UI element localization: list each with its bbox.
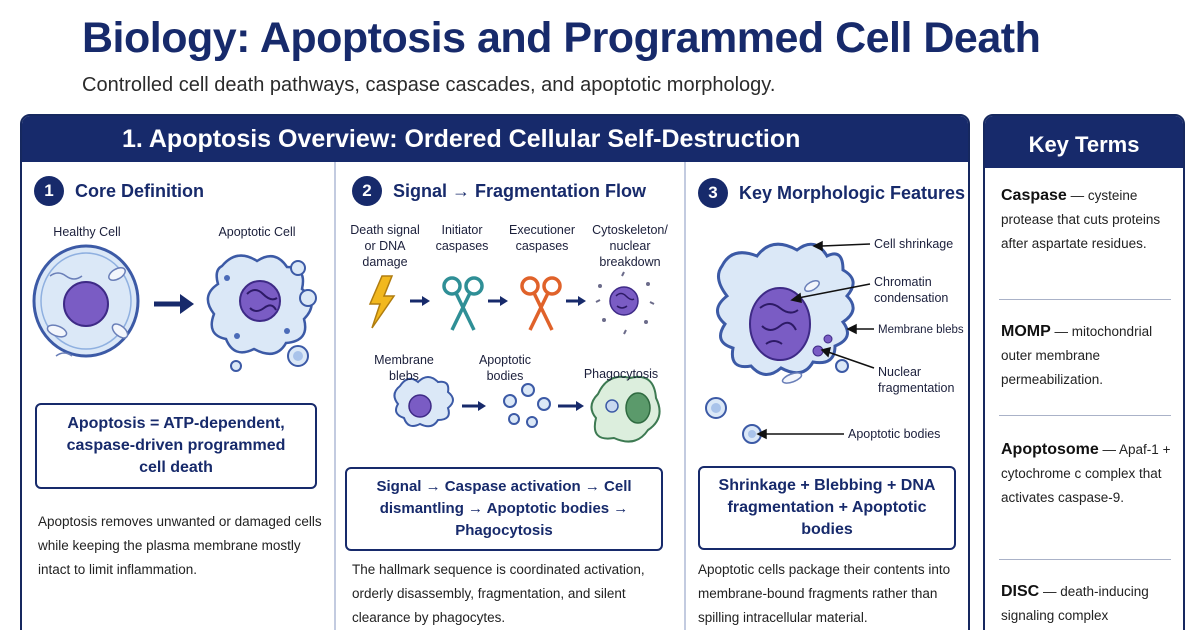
arrow-icon <box>558 401 584 411</box>
flow-summary-callout: Signal → Caspase activation → Cell disma… <box>345 467 663 551</box>
apoptotic-cell-label: Apoptotic Cell <box>218 225 296 239</box>
blebbing-cell-icon <box>393 376 454 428</box>
orange-scissors-icon <box>520 276 562 331</box>
section-morphology-heading: 3 Key Morphologic Features <box>698 178 965 208</box>
signal-flow-illustration <box>368 271 661 443</box>
section-title: Core Definition <box>75 180 204 201</box>
key-terms-panel: Key Terms Caspase — cysteine protease th… <box>983 114 1185 630</box>
term-definition: — cysteine protease that cuts proteins a… <box>1001 188 1161 251</box>
term-name: Apoptosome <box>1001 441 1099 458</box>
healthy-cell-icon <box>32 244 140 358</box>
morphology-body: Apoptotic cells package their contents i… <box>698 562 951 625</box>
overview-header: 1. Apoptosis Overview: Ordered Cellular … <box>22 116 968 162</box>
arrow-icon <box>488 296 508 306</box>
term-caspase: Caspase — cysteine protease that cuts pr… <box>1001 184 1173 256</box>
term-name: Caspase <box>1001 187 1067 204</box>
overview-panel: 1. Apoptosis Overview: Ordered Cellular … <box>20 114 970 630</box>
arrow-icon <box>462 401 486 411</box>
annotation-apoptotic-bodies: Apoptotic bodies <box>848 427 941 441</box>
flow-phagocytosis-label: Phagocytosis <box>583 367 659 381</box>
section-flow-heading: 2 Signal → Fragmentation Flow <box>352 176 646 206</box>
annotation-chromatin-condensation: Chromatin condensation <box>874 275 949 305</box>
column-divider <box>684 162 686 630</box>
section-number-badge: 1 <box>34 176 64 206</box>
section-title: Key Morphologic Features <box>739 182 966 203</box>
annotation-pointers <box>756 240 875 440</box>
term-divider <box>999 415 1171 416</box>
term-apoptosome: Apoptosome — Apaf-1 + cytochrome c compl… <box>1001 438 1173 510</box>
key-terms-header: Key Terms <box>985 116 1183 168</box>
term-momp: MOMP — mitochondrial outer membrane perm… <box>1001 320 1173 392</box>
apoptotic-bodies-icon <box>503 383 551 428</box>
core-definition-body: Apoptosis removes unwanted or damaged ce… <box>38 514 322 577</box>
term-divider <box>999 299 1171 300</box>
annotation-membrane-blebs: Membrane blebs <box>878 324 964 336</box>
annotation-cell-shrinkage: Cell shrinkage <box>874 237 954 251</box>
term-name: DISC <box>1001 583 1040 600</box>
column-divider <box>334 162 336 630</box>
apoptotic-cell-icon <box>206 254 317 372</box>
morphology-illustration <box>705 240 875 444</box>
term-disc: DISC — death-inducing signaling complex <box>1001 580 1173 628</box>
term-definition: — mitochondrial outer membrane permeabil… <box>1001 324 1153 387</box>
section-number-badge: 3 <box>698 178 728 208</box>
teal-scissors-icon <box>442 276 484 331</box>
flow-breakdown-label: Cytoskeleton/ nuclear breakdown <box>592 223 668 269</box>
flow-membrane-blebs-label: Membrane blebs <box>374 353 434 383</box>
fragmented-nucleus-icon <box>595 271 655 335</box>
arrow-icon <box>154 294 194 314</box>
healthy-vs-apoptotic-illustration <box>32 244 317 372</box>
core-definition-callout: Apoptosis = ATP-dependent, caspase-drive… <box>35 403 317 489</box>
section-number-badge: 2 <box>352 176 382 206</box>
term-definition: — death-inducing signaling complex <box>1001 584 1149 623</box>
healthy-cell-label: Healthy Cell <box>53 225 121 239</box>
section-core-definition-heading: 1 Core Definition <box>34 176 204 206</box>
flow-apoptotic-bodies-label: Apoptotic bodies <box>478 353 532 383</box>
flow-initiator-caspases-label: Initiator caspases <box>435 223 489 253</box>
arrow-icon <box>566 296 586 306</box>
shrunken-cell-icon <box>705 242 855 444</box>
term-divider <box>999 559 1171 560</box>
flow-death-signal-label: Death signal or DNA damage <box>350 223 420 269</box>
term-name: MOMP <box>1001 323 1051 340</box>
morphology-summary-callout: Shrinkage + Blebbing + DNA fragmentation… <box>698 466 956 550</box>
page-subtitle: Controlled cell death pathways, caspase … <box>82 74 776 96</box>
lightning-bolt-icon <box>368 275 396 329</box>
phagocyte-icon <box>590 375 661 443</box>
section-title: Signal → Fragmentation Flow <box>393 180 647 201</box>
term-definition: — Apaf-1 + cytochrome c complex that act… <box>1001 442 1171 505</box>
flow-body: The hallmark sequence is coordinated act… <box>352 562 645 625</box>
arrow-icon <box>410 296 430 306</box>
page-title: Biology: Apoptosis and Programmed Cell D… <box>82 14 1041 62</box>
flow-executioner-caspases-label: Executioner caspases <box>508 223 575 253</box>
annotation-nuclear-fragmentation: Nuclear fragmentation <box>878 365 955 395</box>
